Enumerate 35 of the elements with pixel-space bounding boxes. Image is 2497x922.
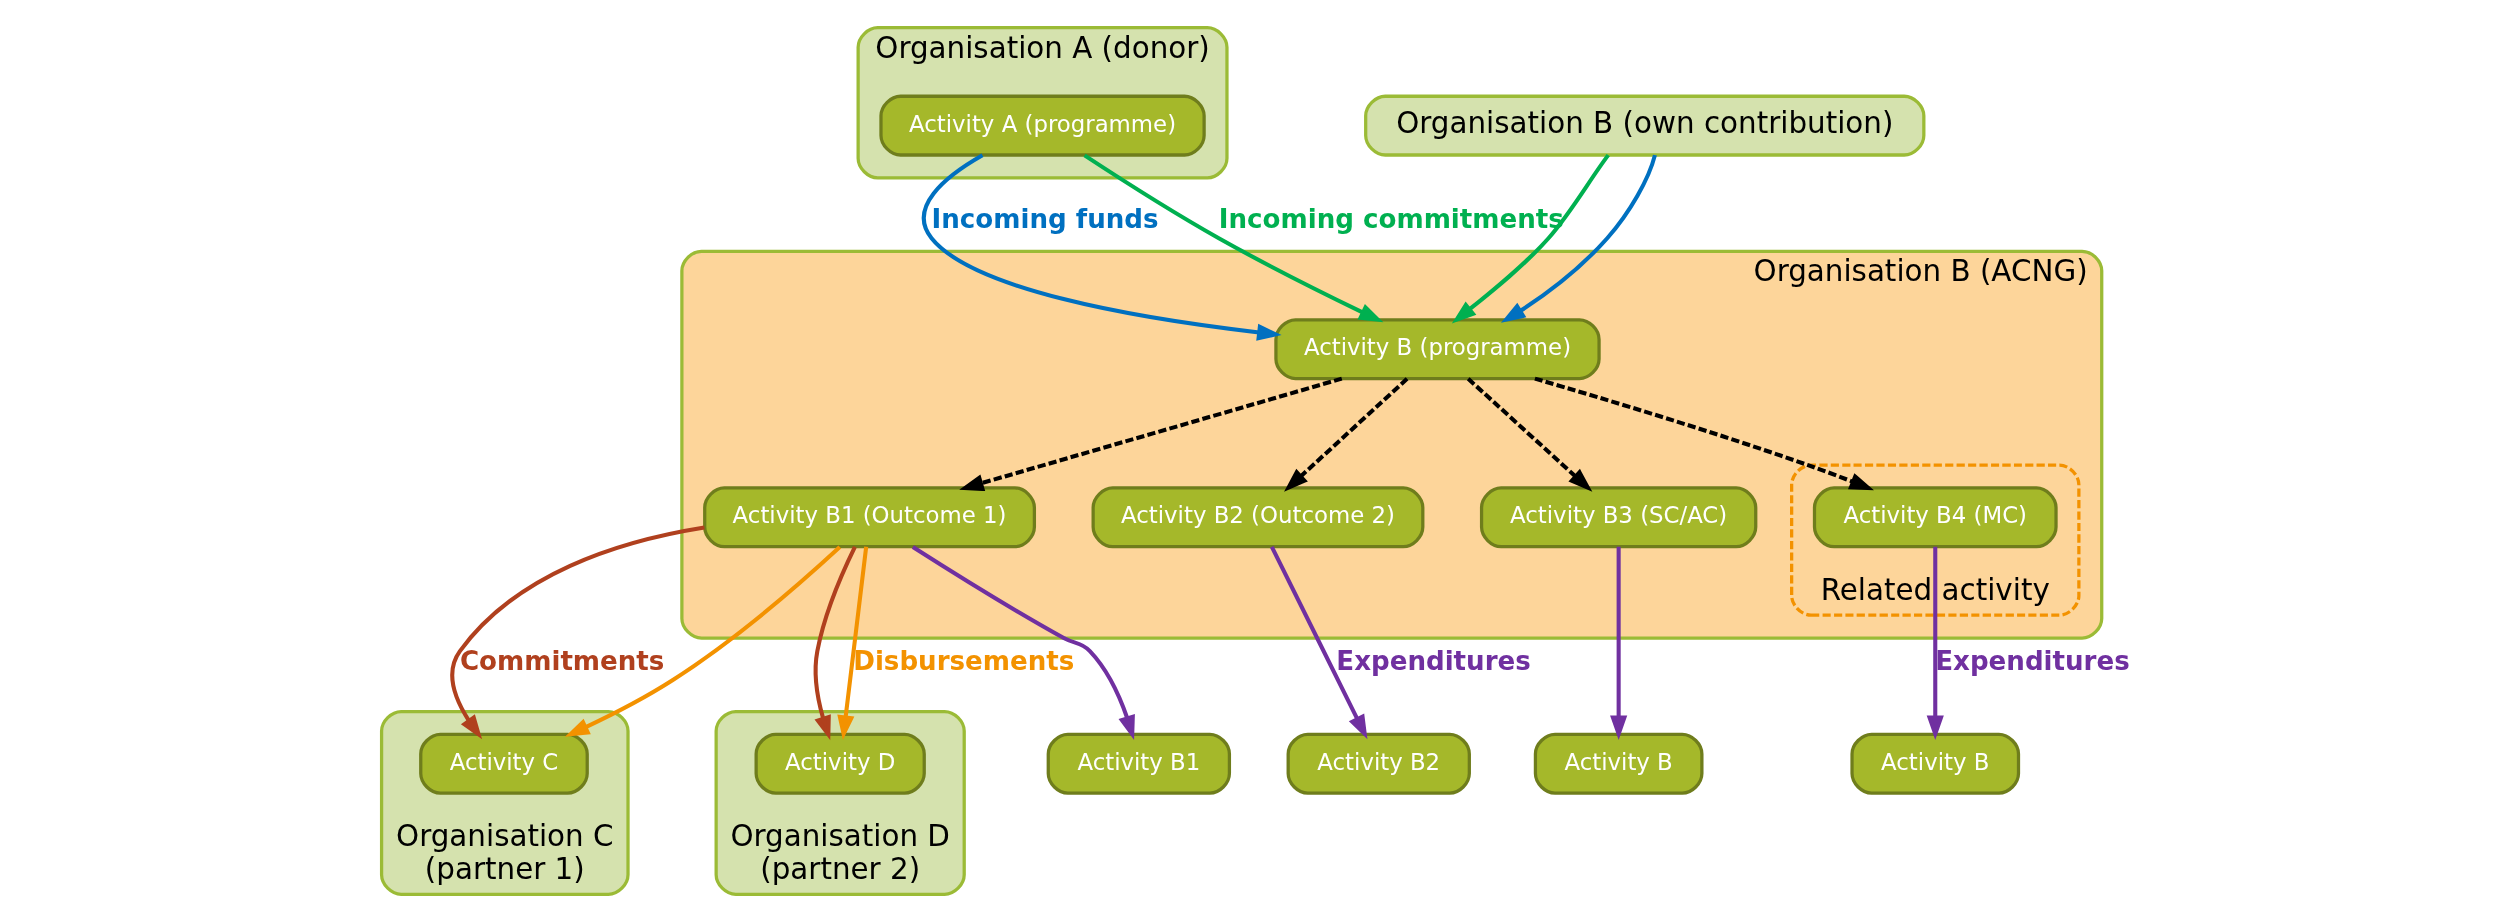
edge-label: Disbursements xyxy=(852,646,1074,677)
node-box: Activity B4 (MC) xyxy=(1812,486,2058,549)
edge-label: Incoming commitments xyxy=(1218,204,1564,235)
node-box: Organisation B (own contribution) xyxy=(1363,94,1925,157)
node-box: Activity B2 (Outcome 2) xyxy=(1091,486,1424,549)
node-box: Activity B (programme) xyxy=(1273,318,1601,381)
arrow xyxy=(1533,376,1874,491)
arrow xyxy=(1269,545,1367,740)
arrow xyxy=(836,546,868,740)
arrow xyxy=(1926,546,1944,740)
node-box: Activity B1 xyxy=(1046,732,1231,795)
arrow xyxy=(449,525,705,740)
arrow xyxy=(958,376,1342,492)
arrow xyxy=(921,153,1282,341)
node-box: Activity D xyxy=(754,732,926,795)
arrow xyxy=(1466,377,1592,492)
edge-label: Expenditures xyxy=(1934,646,2130,677)
arrow xyxy=(1283,377,1408,492)
node-box: Activity B xyxy=(1533,732,1703,795)
node-box: Activity B2 xyxy=(1286,732,1471,795)
arrow xyxy=(911,545,1135,740)
node-box: Activity B xyxy=(1849,732,2020,795)
edge-label: Commitments xyxy=(459,646,664,677)
arrow xyxy=(813,546,857,741)
node-box: Activity B3 (SC/AC) xyxy=(1479,486,1757,549)
arrow xyxy=(1500,154,1657,323)
arrow xyxy=(1609,546,1627,740)
arrow xyxy=(1082,153,1383,323)
node-box: Activity A (programme) xyxy=(878,94,1206,157)
node-box: Activity B1 (Outcome 1) xyxy=(702,486,1036,549)
arrow xyxy=(564,545,841,737)
edge-label: Incoming funds xyxy=(931,204,1159,235)
node-box: Activity C xyxy=(418,732,589,795)
edge-label: Expenditures xyxy=(1335,646,1531,677)
arrow xyxy=(1451,153,1610,324)
